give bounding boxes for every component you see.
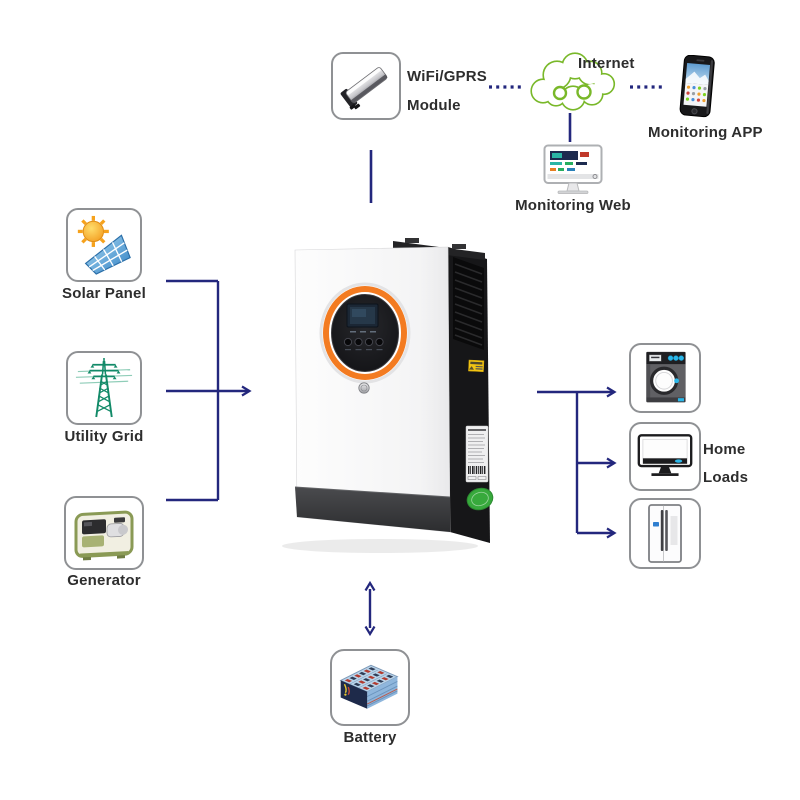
monitoring-app-label: Monitoring APP (648, 124, 763, 141)
wifi-module-box (331, 52, 401, 120)
wifi-module-label: WiFi/GPRS Module (407, 68, 488, 114)
internet-label: Internet (578, 55, 635, 72)
inverter-logo (358, 382, 370, 394)
arrowhead-down-battery (364, 625, 376, 637)
arrowhead-tv (606, 457, 617, 469)
inverter-display (319, 282, 411, 384)
refrigerator-icon (648, 503, 682, 563)
inverter-buttons (343, 337, 384, 347)
solar-panel-icon (77, 215, 131, 275)
wifi-gprs-dongle-icon (340, 67, 388, 110)
warning-label (468, 359, 485, 373)
tv-box (629, 422, 701, 491)
battery-icon (339, 664, 399, 709)
solar-panel-label: Solar Panel (62, 285, 146, 302)
utility-grid-icon (75, 357, 133, 418)
green-label (466, 487, 494, 511)
generator-box (64, 496, 144, 570)
tv-icon (637, 433, 693, 476)
generator-icon (74, 510, 134, 561)
home-loads-label: Home Loads (703, 441, 749, 486)
inverter-shadow (282, 539, 478, 553)
arrowhead-into-inverter (241, 385, 252, 397)
utility-grid-box (66, 351, 142, 425)
arrowhead-washer (606, 386, 617, 398)
internet-cloud-icon (530, 52, 616, 111)
monitoring-web-label: Monitoring Web (515, 197, 631, 214)
smartphone-icon (679, 55, 715, 118)
battery-label: Battery (343, 729, 397, 746)
spec-label (465, 425, 489, 483)
hybrid-solar-inverter-image (282, 238, 494, 553)
solar-panel-box (66, 208, 142, 282)
utility-grid-label: Utility Grid (64, 428, 144, 445)
refrigerator-box (629, 498, 701, 569)
washing-machine-icon (646, 351, 686, 403)
battery-box (330, 649, 410, 726)
washing-machine-box (629, 343, 701, 413)
desktop-monitor-icon (543, 144, 603, 194)
generator-label: Generator (67, 572, 141, 589)
arrowhead-up-battery (364, 580, 376, 592)
inverter-base (295, 487, 450, 532)
arrowhead-fridge (606, 527, 617, 539)
